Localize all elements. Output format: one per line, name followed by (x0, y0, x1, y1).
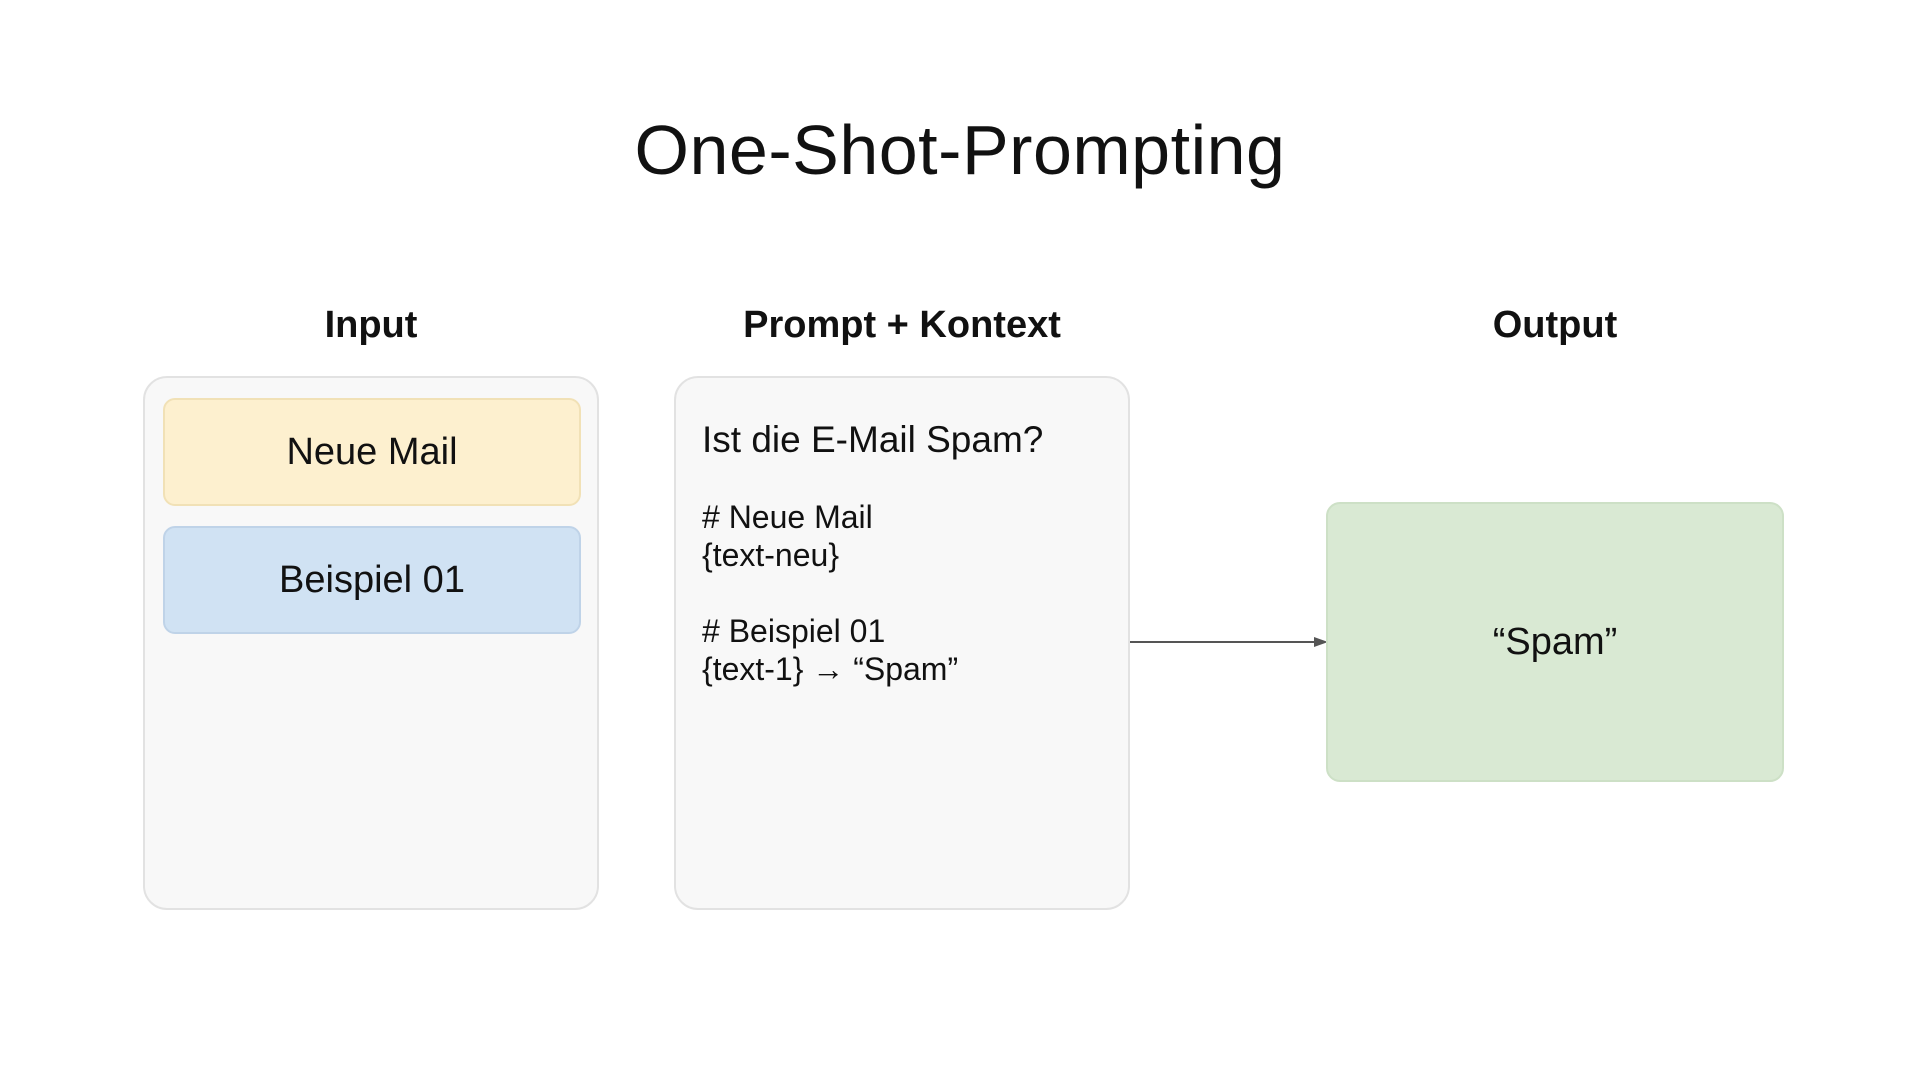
prompt-block-header: # Beispiel 01 (702, 613, 886, 649)
new-mail-chip: Neue Mail (163, 398, 581, 506)
output-box: “Spam” (1326, 502, 1784, 782)
prompt-question: Ist die E-Mail Spam? (702, 419, 1044, 460)
prompt-block-body: {text-1} → “Spam” (702, 651, 959, 687)
prompt-content: Ist die E-Mail Spam? # Neue Mail {text-n… (702, 416, 1108, 726)
prompt-block-new-mail: # Neue Mail {text-neu} (702, 498, 1108, 574)
input-panel: Neue Mail Beispiel 01 (143, 376, 599, 910)
prompt-block-header: # Neue Mail (702, 499, 873, 535)
diagram-title: One-Shot-Prompting (634, 111, 1286, 189)
prompt-block-body: {text-neu} (702, 537, 839, 573)
prompt-heading: Prompt + Kontext (743, 304, 1061, 346)
output-heading: Output (1492, 304, 1618, 346)
prompt-block-example-01: # Beispiel 01 {text-1} → “Spam” (702, 612, 1108, 688)
prompt-panel: Ist die E-Mail Spam? # Neue Mail {text-n… (674, 376, 1130, 910)
arrow-connector (1130, 637, 1328, 647)
example-01-chip: Beispiel 01 (163, 526, 581, 634)
arrow-head-icon (1314, 637, 1328, 647)
input-heading: Input (324, 304, 418, 346)
